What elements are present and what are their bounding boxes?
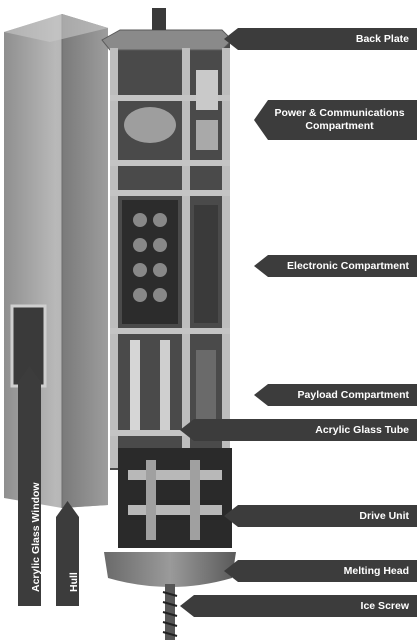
label-back-plate-text: Back Plate [355,32,409,45]
label-ice-screw: Ice Screw [180,595,417,617]
ice-screw [162,584,178,640]
label-electronic-text: Electronic Compartment [287,259,409,272]
label-power-comm: Power & Communications Compartment [254,100,417,140]
label-acrylic-window-text: Acrylic Glass Window [29,482,42,592]
label-drive-unit-text: Drive Unit [359,509,409,522]
label-melting-head: Melting Head [224,560,417,582]
label-melting-head-text: Melting Head [343,564,409,577]
label-ice-screw-text: Ice Screw [360,599,409,612]
acrylic-window [10,304,47,388]
label-power-comm-text: Power & Communications Compartment [274,107,405,132]
label-acrylic-window: Acrylic Glass Window [18,366,41,606]
melting-head [104,552,236,587]
label-back-plate: Back Plate [224,28,417,50]
label-electronic: Electronic Compartment [254,255,417,277]
label-drive-unit: Drive Unit [224,505,417,527]
probe-frame [101,8,233,548]
label-acrylic-tube-text: Acrylic Glass Tube [315,423,409,436]
label-acrylic-tube: Acrylic Glass Tube [180,419,417,441]
label-payload: Payload Compartment [254,384,417,406]
label-payload-text: Payload Compartment [297,388,409,401]
label-hull: Hull [56,501,79,606]
label-hull-text: Hull [67,572,80,592]
